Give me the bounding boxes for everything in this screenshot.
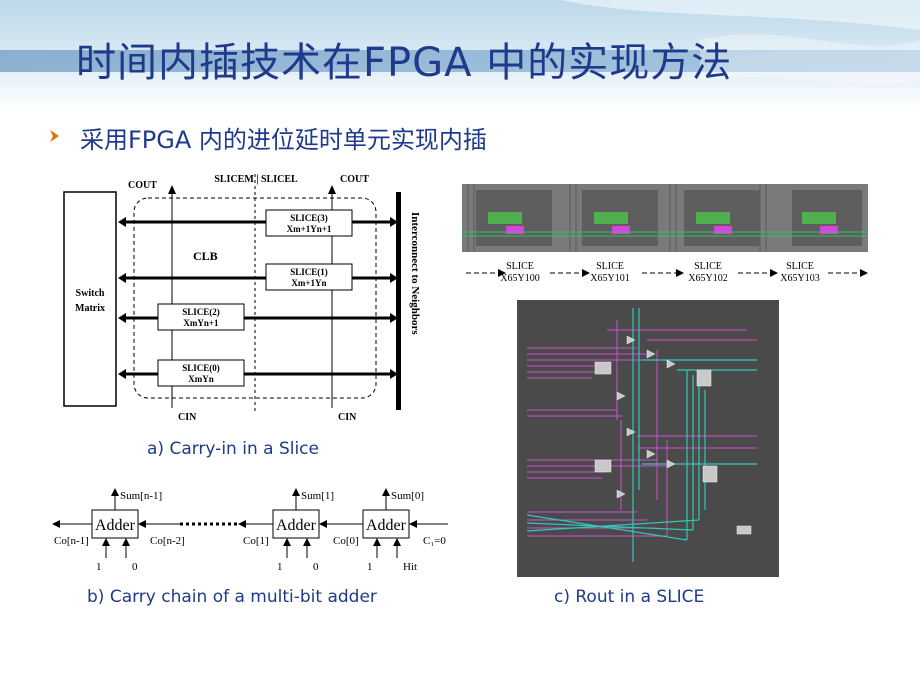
input-b-1: 0 bbox=[313, 561, 319, 573]
switch-matrix-box bbox=[63, 191, 117, 407]
slice-row-coord-1: X65Y101 bbox=[590, 273, 629, 284]
slices-row-figure: SLICE X65Y100 SLICE X65Y101 SLICE X65Y10… bbox=[462, 184, 868, 284]
carry-n-2: Co[n-2] bbox=[150, 535, 185, 547]
slice-row-name-0: SLICE bbox=[506, 261, 534, 272]
slice2-name: SLICE(2) bbox=[182, 307, 220, 317]
bullet-text: 采用FPGA 内的进位延时单元实现内插 bbox=[80, 126, 487, 154]
adder-label-0: Adder bbox=[366, 517, 407, 534]
slicem-slicel-label: SLICEM | SLICEL bbox=[214, 174, 298, 185]
slice0-name: SLICE(0) bbox=[182, 363, 220, 373]
slice3-coord: Xm+1Yn+1 bbox=[287, 224, 332, 234]
slice1-name: SLICE(1) bbox=[290, 267, 328, 277]
clb-label: CLB bbox=[193, 249, 218, 263]
slice-row-coord-2: X65Y102 bbox=[688, 273, 727, 284]
slice-routing-figure bbox=[517, 300, 779, 577]
input-a-n: 1 bbox=[96, 561, 102, 573]
adder-label-1: Adder bbox=[276, 517, 317, 534]
adder-label-n: Adder bbox=[95, 517, 136, 534]
sum-0: Sum[0] bbox=[391, 490, 424, 502]
switch-matrix-label-2: Matrix bbox=[75, 303, 105, 314]
carry-n-1: Co[n-1] bbox=[54, 535, 89, 547]
input-b-n: 0 bbox=[132, 561, 138, 573]
sum-1: Sum[1] bbox=[301, 490, 334, 502]
cin-left-label: CIN bbox=[178, 412, 197, 423]
cout-left-label: COUT bbox=[128, 180, 157, 191]
cin-right-label: CIN bbox=[338, 412, 357, 423]
slice1-coord: Xm+1Yn bbox=[291, 278, 326, 288]
carry-in: C₁=0 bbox=[423, 535, 446, 547]
slice2-coord: XmYn+1 bbox=[183, 318, 219, 328]
caption-b: b) Carry chain of a multi-bit adder bbox=[87, 587, 377, 607]
slice-row-name-1: SLICE bbox=[596, 261, 624, 272]
caption-a: a) Carry-in in a Slice bbox=[147, 439, 319, 459]
bullet-arrow-icon bbox=[50, 130, 59, 142]
caption-c: c) Rout in a SLICE bbox=[554, 587, 705, 607]
slice-row-name-3: SLICE bbox=[786, 261, 814, 272]
clb-diagram: Switch Matrix CLB SLICEM | SLICEL COUT C… bbox=[63, 174, 421, 423]
title-banner bbox=[0, 0, 920, 110]
input-a-1: 1 bbox=[277, 561, 283, 573]
slice-row-coord-3: X65Y103 bbox=[780, 273, 819, 284]
cout-right-label: COUT bbox=[340, 174, 369, 185]
carry-1: Co[1] bbox=[243, 535, 269, 547]
switch-matrix-label-1: Switch bbox=[76, 288, 105, 299]
slice-row-coord-0: X65Y100 bbox=[500, 273, 539, 284]
input-a-0: 1 bbox=[367, 561, 373, 573]
slice0-coord: XmYn bbox=[188, 374, 214, 384]
carry-0: Co[0] bbox=[333, 535, 359, 547]
interconnect-label: Interconnect to Neighbors bbox=[409, 212, 421, 335]
input-b-0: Hit bbox=[403, 561, 417, 573]
page-title: 时间内插技术在FPGA 中的实现方法 bbox=[76, 40, 733, 86]
slice-row-name-2: SLICE bbox=[694, 261, 722, 272]
sum-n-1: Sum[n-1] bbox=[120, 490, 162, 502]
carry-chain-diagram: Adder Adder Adder Sum[n-1] Sum[1] Sum[0]… bbox=[52, 488, 448, 573]
slice3-name: SLICE(3) bbox=[290, 213, 328, 223]
